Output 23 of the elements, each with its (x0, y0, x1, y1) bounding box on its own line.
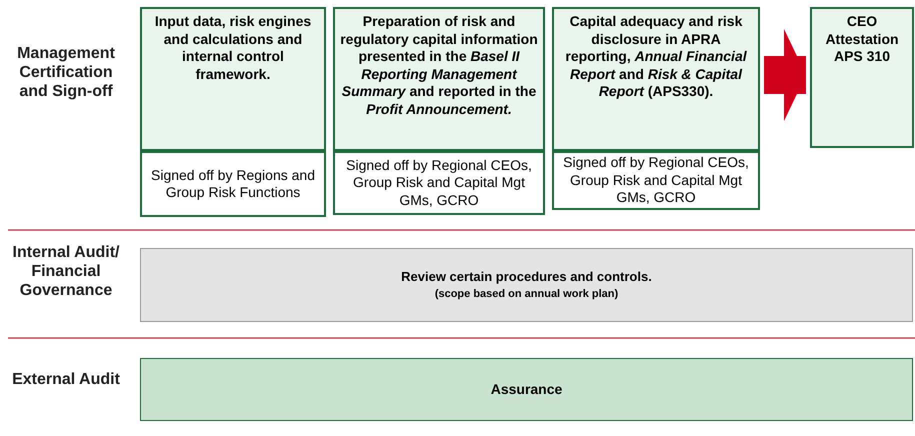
block-arrow (764, 29, 806, 121)
process-box (810, 7, 914, 148)
process-box (333, 7, 545, 151)
box-text: Assurance (490, 380, 562, 398)
row-heading: Management Certification and Sign-off (16, 44, 116, 102)
signoff-box (333, 151, 545, 215)
row-heading: External Audit (11, 370, 121, 390)
assurance-band (140, 358, 913, 421)
process-box (552, 7, 760, 151)
box-text: Signed off by Regional CEOs, Group Risk and Capital Mgt GMs, GCRO (345, 156, 533, 210)
note-text: (scope based on annual work plan) (434, 288, 618, 302)
box-text: Preparation of risk and regulatory capital information presented in the Basel II Reporting Management Summary and reported in the Profit Announcement. (340, 13, 538, 118)
box-text: Capital adequacy and risk disclosure in APRA reporting, Annual Financial Report and Risk & Capital Report (APS330). (564, 13, 748, 100)
review-band (140, 248, 913, 322)
row-heading: Internal Audit/ Financial Governance (12, 243, 120, 301)
box-text: Input data, risk engines and calculations and internal control framework. (154, 13, 312, 83)
box-text: CEO Attestation APS 310 (824, 13, 900, 66)
box-text: Signed off by Regions and Group Risk Functions (150, 166, 316, 202)
box-text: Signed off by Regional CEOs, Group Risk and Capital Mgt GMs, GCRO (562, 154, 750, 207)
signoff-box (140, 151, 326, 217)
signoff-box (552, 151, 760, 210)
process-box (140, 7, 326, 151)
box-text: Review certain procedures and controls. (401, 268, 652, 285)
